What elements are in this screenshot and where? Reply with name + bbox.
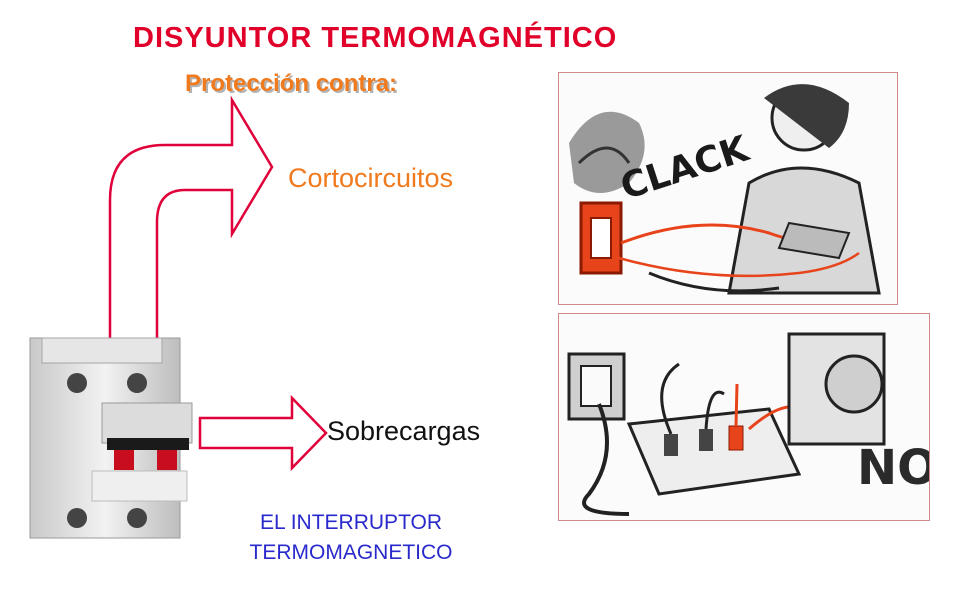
caption-line-2: TERMOMAGNETICO bbox=[249, 541, 453, 564]
caption-line-1: EL INTERRUPTOR bbox=[259, 511, 443, 534]
breaker-image bbox=[22, 333, 197, 541]
no-word: NO bbox=[857, 440, 929, 496]
slide-title: DISYUNTOR TERMOMAGNÉTICO bbox=[133, 22, 618, 54]
overload-illustration: NO bbox=[558, 313, 930, 521]
arrow-to-overload bbox=[198, 394, 328, 472]
overload-label: Sobrecargas bbox=[327, 416, 481, 446]
short-circuit-label: Cortocircuitos bbox=[288, 163, 454, 193]
short-circuit-illustration: CLACK bbox=[558, 72, 898, 305]
arrow-to-short-circuit bbox=[108, 95, 274, 342]
breaker-caption: EL INTERRUPTOR TERMOMAGNETICO bbox=[206, 508, 496, 568]
slide-subtitle: Protección contra: bbox=[185, 70, 398, 97]
